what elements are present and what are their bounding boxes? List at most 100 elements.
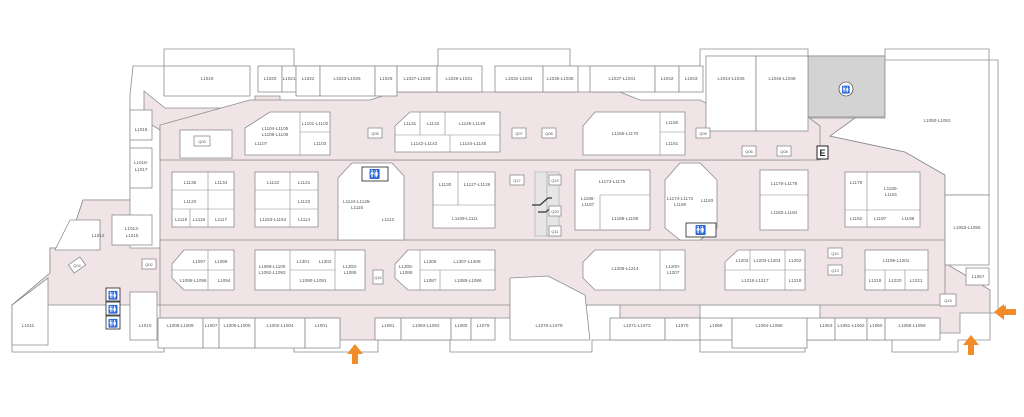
unit-L1010[interactable] — [129, 291, 158, 341]
unit-L1063[interactable] — [806, 317, 836, 341]
label-L1085-L1086: L1085-L1086 — [454, 278, 482, 283]
unit-L1053-L1056[interactable] — [944, 194, 990, 266]
block-L1156-L1170[interactable] — [582, 111, 686, 156]
unit-L1042[interactable] — [654, 65, 680, 93]
kiosk-q02[interactable] — [141, 258, 157, 270]
entrance-arrow-icon[interactable] — [963, 335, 979, 355]
label-L1124-L1125-b: L1115 — [351, 205, 364, 210]
label-L1114: L1114 — [298, 217, 311, 222]
unit-L1083-L1082[interactable] — [400, 317, 452, 341]
kiosk-q11[interactable] — [827, 264, 843, 276]
label-q11: Q11 — [551, 229, 559, 234]
unit-L1011[interactable] — [11, 277, 49, 346]
unit-L1076-L1078[interactable] — [509, 275, 591, 341]
kiosk-q08[interactable] — [541, 127, 557, 139]
unit-L1012[interactable] — [54, 219, 101, 251]
label-q13: Q13 — [831, 268, 839, 273]
label-L1087: L1087 — [424, 278, 437, 283]
label-L1186-L1187-b: L1187 — [582, 202, 595, 207]
kiosk-q19[interactable] — [548, 174, 562, 186]
label-L1307-L1308: L1307-L1308 — [453, 259, 481, 264]
unit-L1079[interactable] — [470, 317, 496, 341]
unit-L1001[interactable] — [304, 317, 341, 349]
unit-L1013-L1015[interactable] — [111, 214, 153, 246]
unit-L1050-L1052[interactable] — [829, 59, 990, 196]
block-L1122[interactable] — [254, 171, 319, 228]
label-L1026: L1026 — [380, 76, 393, 81]
unit-L1022[interactable] — [295, 65, 321, 97]
unit-L1002-L1004[interactable] — [254, 317, 306, 349]
entrance-arrow-icon[interactable] — [994, 304, 1016, 320]
block-L1179[interactable] — [844, 171, 921, 228]
unit-L1060[interactable] — [866, 317, 886, 341]
block-L1131[interactable] — [394, 111, 501, 153]
unit-L1035-L1036[interactable] — [542, 65, 579, 93]
label-L1058-L1059: L1058-L1059 — [898, 323, 926, 328]
kiosk-q10[interactable] — [827, 247, 843, 259]
kiosk-q20[interactable] — [548, 205, 562, 217]
label-L1043: L1043 — [685, 76, 698, 81]
kiosk-q09[interactable] — [695, 127, 711, 139]
unit-L1027-L1028[interactable] — [396, 65, 438, 93]
unit-L1070[interactable] — [664, 317, 701, 341]
kiosk-q05[interactable] — [367, 127, 383, 139]
block-L1107[interactable] — [244, 111, 331, 156]
label-L1080: L1080 — [455, 323, 468, 328]
svg-text:🚻: 🚻 — [369, 168, 380, 179]
unit-L1064-L1068[interactable] — [731, 317, 808, 349]
kiosk-q16[interactable] — [372, 269, 384, 285]
unit-L1080[interactable] — [450, 317, 472, 341]
entrance-arrow-icon[interactable] — [347, 344, 363, 364]
unit-L1069[interactable] — [699, 317, 733, 341]
unit-L1071-L1073[interactable] — [609, 317, 666, 341]
label-q06: Q06 — [745, 149, 753, 154]
unit-L1037-L1041[interactable] — [589, 65, 656, 93]
block-L1135[interactable] — [171, 171, 235, 228]
label-L1202: L1202 — [789, 258, 802, 263]
label-L1156-L1170: L1156-L1170 — [612, 131, 639, 136]
unit-L1044-L1045[interactable] — [705, 55, 757, 132]
kiosk-q04[interactable] — [67, 256, 87, 274]
unit-L1046-L1049[interactable] — [755, 55, 809, 132]
unit-L1081[interactable] — [374, 317, 402, 341]
block-L1176-L1178[interactable] — [759, 169, 809, 231]
block-L1124-L1125[interactable] — [337, 162, 405, 241]
unit-L1026[interactable] — [374, 65, 398, 97]
block-L1173-L1175[interactable] — [574, 169, 651, 231]
label-L1044-L1045: L1044-L1045 — [717, 76, 745, 81]
unit-L1032-L1034[interactable] — [494, 65, 544, 93]
block-L1174-L1172[interactable] — [664, 162, 718, 241]
label-L1119: L1119 — [175, 217, 188, 222]
kiosk-q06[interactable] — [741, 145, 757, 157]
label-L1081: L1081 — [382, 323, 395, 328]
unit-L1018[interactable] — [129, 109, 153, 141]
unit-L1006-L1005[interactable] — [218, 317, 256, 349]
kiosk-q03[interactable] — [193, 135, 211, 147]
unit-L1023-L1025[interactable] — [319, 65, 376, 97]
label-L1160: L1160 — [666, 120, 679, 125]
kiosk-q07[interactable] — [511, 127, 527, 139]
kiosk-q21[interactable] — [548, 225, 562, 237]
unit-L1061-L1062[interactable] — [834, 317, 868, 341]
unit-L1043[interactable] — [678, 65, 704, 93]
kiosk-q15[interactable] — [939, 293, 957, 307]
unit-L1058-L1059[interactable] — [884, 317, 941, 341]
label-L1099-L1100-a: L1099-L1100 — [259, 264, 286, 269]
unit-L1008-L1009[interactable] — [157, 317, 204, 349]
unit-L1057[interactable] — [965, 267, 990, 286]
kiosk-q08b[interactable] — [776, 145, 792, 157]
block-L1130[interactable] — [432, 171, 496, 229]
kiosks — [67, 127, 957, 307]
kiosk-q17[interactable] — [509, 174, 525, 186]
toilet-icon: 🚻 — [685, 222, 717, 238]
unit-L1020[interactable] — [257, 65, 283, 93]
unit-labels: L1019 L1020 L1021 L1022 L1023-L1025 L102… — [22, 76, 985, 328]
label-L1098: L1098 — [215, 259, 228, 264]
inner-blocks — [171, 111, 929, 291]
block-L1208-L1214[interactable] — [582, 249, 686, 291]
label-L1216-L1217: L1216-L1217 — [741, 278, 769, 283]
unit-L1019[interactable] — [163, 65, 251, 97]
unit-L1016-L1017[interactable] — [129, 147, 153, 189]
unit-L1029-L1031[interactable] — [436, 65, 483, 93]
